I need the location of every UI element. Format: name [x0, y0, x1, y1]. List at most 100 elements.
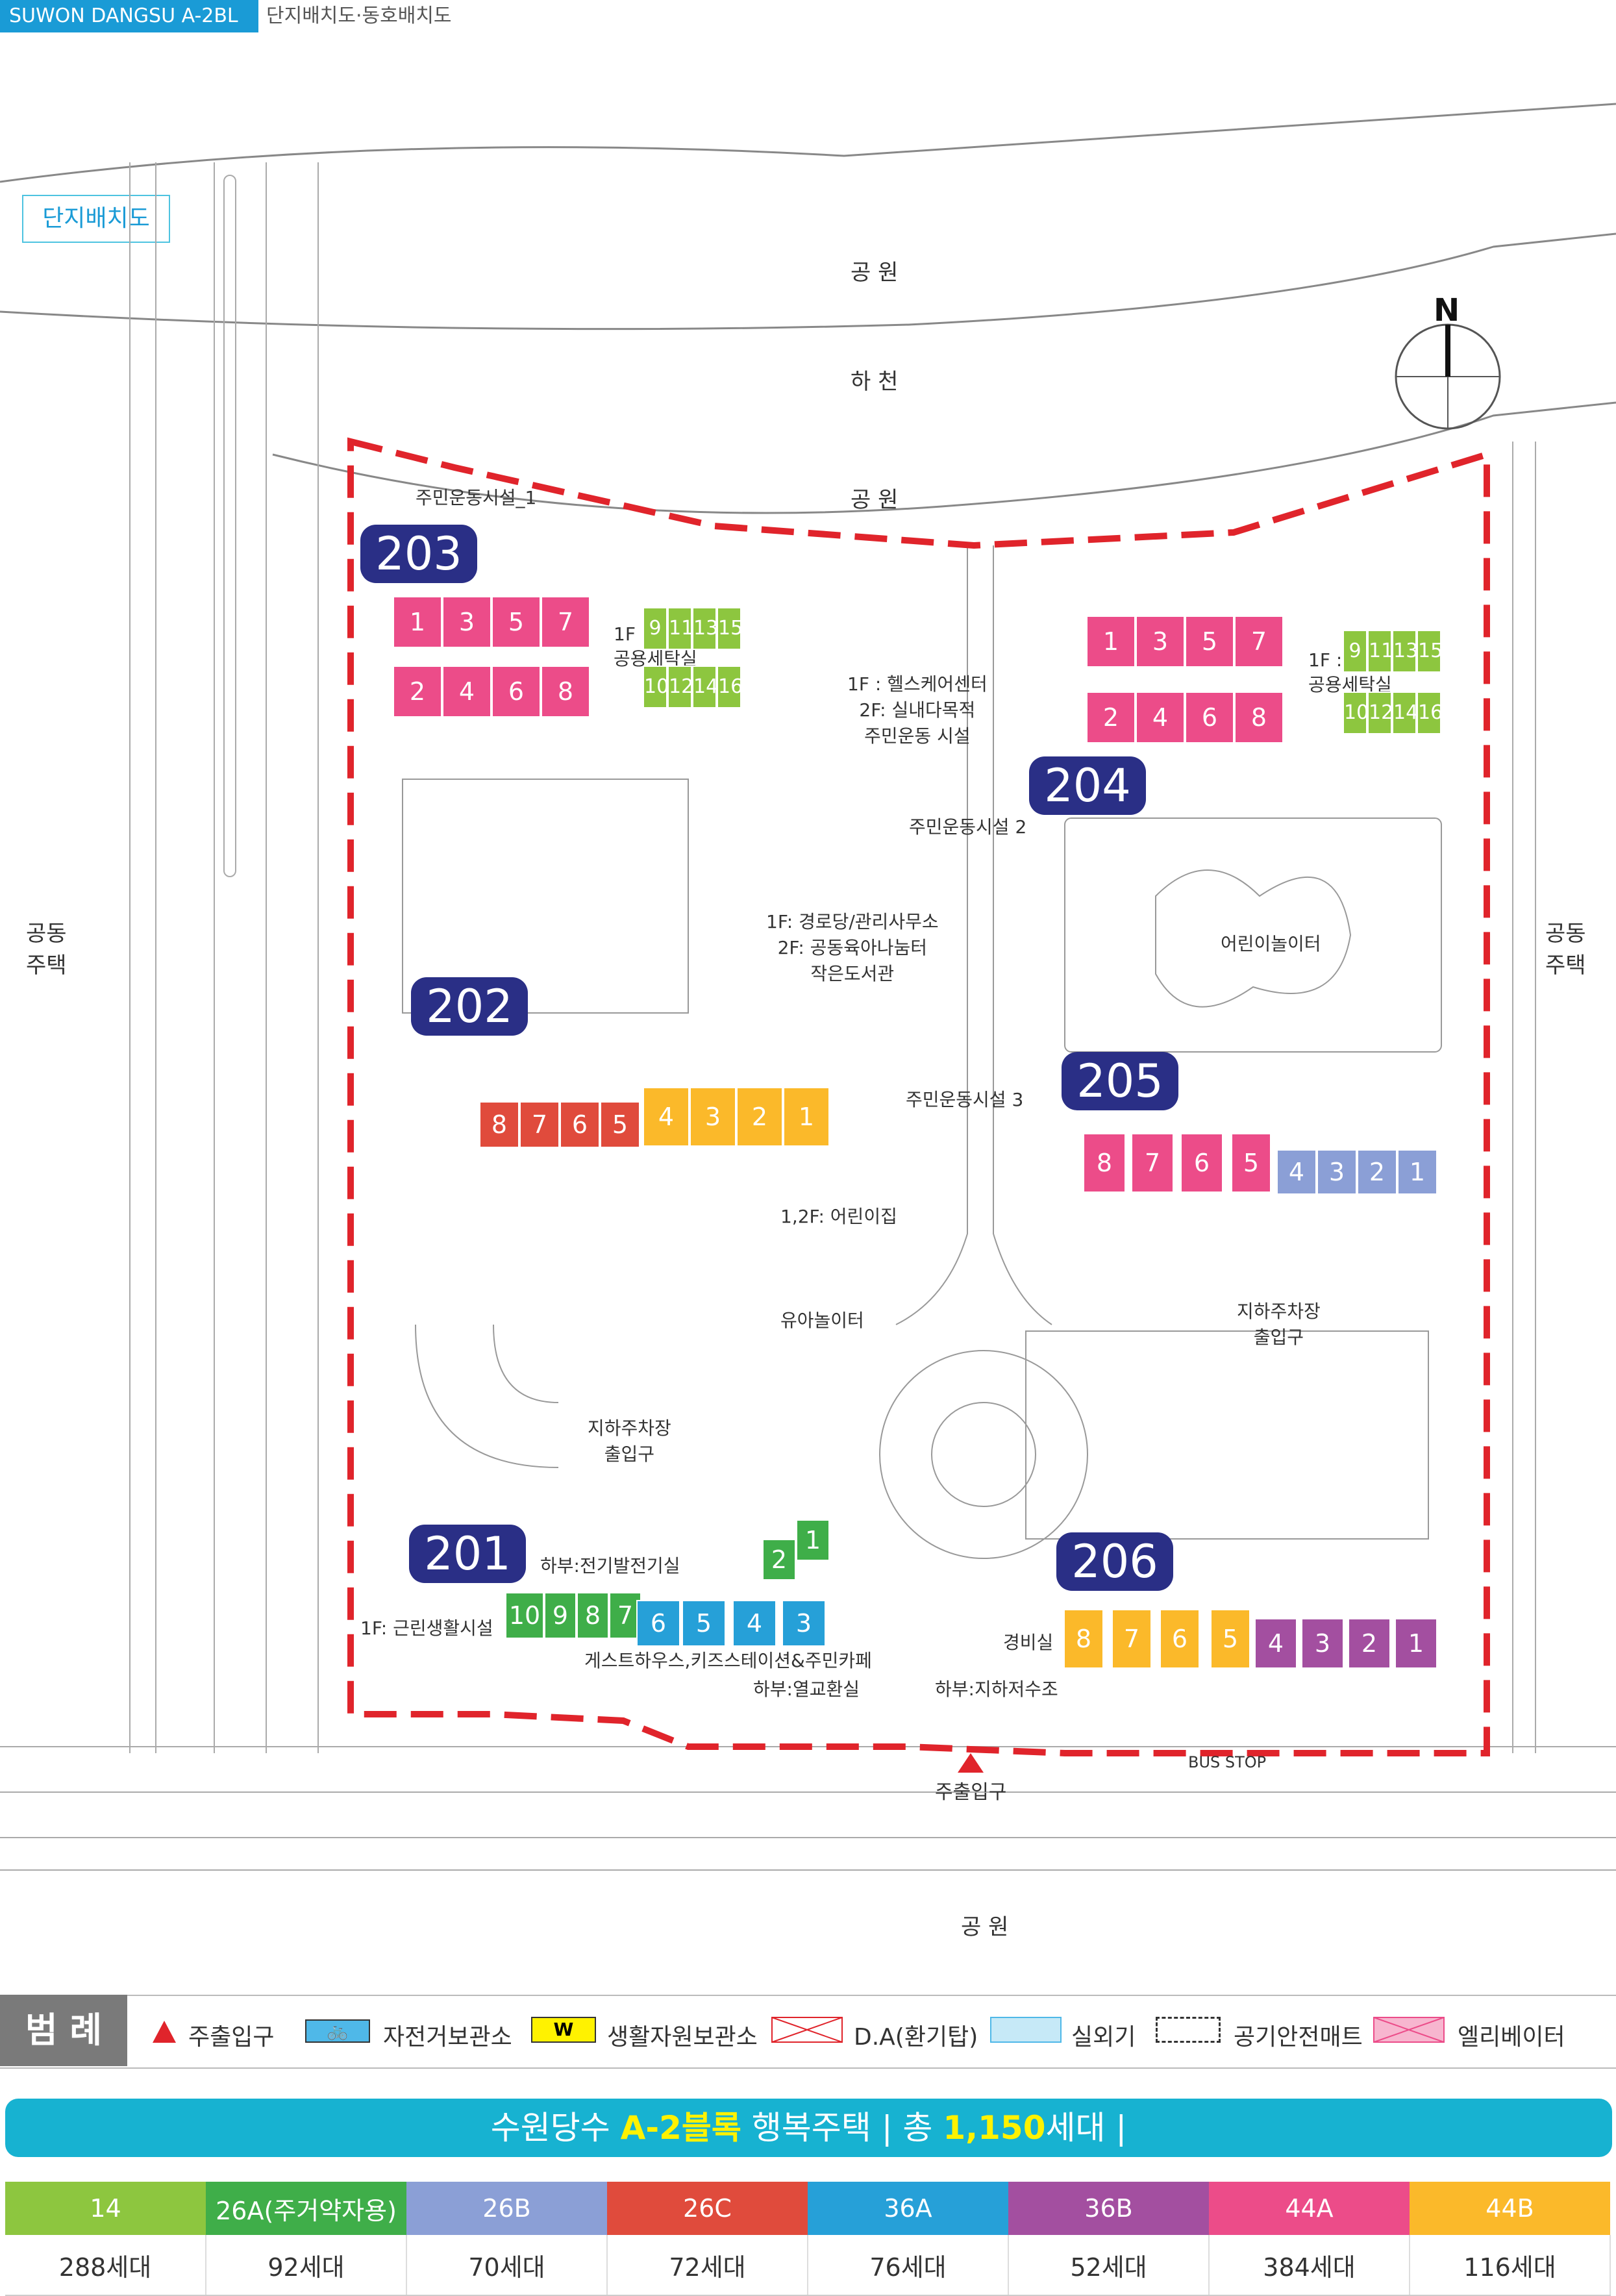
site-map	[0, 103, 1616, 1871]
count-26a: 92세대	[206, 2235, 407, 2296]
summary-total: 1,150	[943, 2109, 1046, 2147]
unit-205-5[interactable]: 5	[1231, 1133, 1271, 1193]
unit-201-3[interactable]: 3	[782, 1600, 826, 1647]
unit-202-7[interactable]: 7	[519, 1101, 560, 1148]
heat-exchange-label: 하부:열교환실	[753, 1678, 860, 1700]
unit-203-12[interactable]: 12	[667, 666, 693, 708]
unit-206-6[interactable]: 6	[1160, 1609, 1200, 1669]
legend-title: 범 례	[0, 1995, 127, 2066]
unit-205-6[interactable]: 6	[1180, 1133, 1223, 1193]
unit-202-3[interactable]: 3	[690, 1087, 736, 1147]
unit-205-1[interactable]: 1	[1397, 1149, 1437, 1195]
community-facility-2: 주민운동시설 2	[909, 816, 1027, 838]
w-box-icon: W	[531, 2017, 596, 2043]
section-tab[interactable]: 단지배치도	[22, 195, 170, 243]
unit-201-5[interactable]: 5	[682, 1600, 726, 1647]
parking-entry-2-label: 지하주차장 출입구	[1237, 1301, 1321, 1348]
unit-204-7[interactable]: 7	[1234, 616, 1284, 668]
unit-203-8[interactable]: 8	[541, 666, 590, 718]
unit-203-13[interactable]: 13	[692, 607, 718, 650]
building-203-badge[interactable]: 203	[360, 525, 477, 583]
unit-202-8[interactable]: 8	[479, 1101, 519, 1148]
unit-201-1[interactable]: 1	[796, 1519, 830, 1561]
summary-banner: 수원당수 A-2블록 행복주택 | 총 1,150세대 |	[5, 2099, 1612, 2157]
unit-205-7[interactable]: 7	[1131, 1133, 1174, 1193]
unit-206-8[interactable]: 8	[1063, 1609, 1104, 1669]
summary-prefix: 수원당수	[490, 2109, 621, 2147]
unit-203-14[interactable]: 14	[692, 666, 718, 708]
unit-206-4[interactable]: 4	[1254, 1618, 1297, 1669]
unit-203-9[interactable]: 9	[643, 607, 667, 650]
unit-201-2[interactable]: 2	[762, 1539, 796, 1580]
unit-201-4[interactable]: 4	[732, 1600, 777, 1647]
unit-205-8[interactable]: 8	[1083, 1133, 1126, 1193]
unit-204-10[interactable]: 10	[1343, 692, 1369, 734]
daycare-label: 1,2F: 어린이집	[780, 1206, 897, 1227]
unit-204-14[interactable]: 14	[1392, 692, 1418, 734]
unit-203-16[interactable]: 16	[717, 666, 743, 708]
unit-204-8[interactable]: 8	[1234, 692, 1284, 743]
building-206-badge[interactable]: 206	[1056, 1532, 1173, 1591]
unit-type-header-row: 14 26A(주거약자용) 26B 26C 36A 36B 44A 44B	[5, 2182, 1610, 2235]
unit-202-4[interactable]: 4	[643, 1087, 690, 1147]
unit-204-4[interactable]: 4	[1136, 692, 1185, 743]
unit-203-15[interactable]: 15	[717, 607, 743, 650]
unit-201-9[interactable]: 9	[544, 1592, 577, 1639]
legend-label-vent: D.A(환기탑)	[854, 2024, 978, 2051]
unit-204-12[interactable]: 12	[1367, 692, 1393, 734]
unit-202-1[interactable]: 1	[783, 1087, 830, 1147]
unit-205-2[interactable]: 2	[1357, 1149, 1397, 1195]
kids-playground-label: 어린이놀이터	[1221, 933, 1321, 955]
unit-204-5[interactable]: 5	[1185, 616, 1234, 668]
unit-203-1[interactable]: 1	[393, 596, 442, 648]
north-label: N	[1434, 292, 1460, 329]
type-44b: 44B	[1410, 2182, 1610, 2235]
building-205-badge[interactable]: 205	[1062, 1052, 1178, 1110]
unit-204-9[interactable]: 9	[1343, 630, 1367, 673]
unit-203-4[interactable]: 4	[442, 666, 491, 718]
unit-202-2[interactable]: 2	[736, 1087, 783, 1147]
count-36b: 52세대	[1008, 2235, 1210, 2296]
unit-202-6[interactable]: 6	[560, 1101, 600, 1148]
unit-201-8[interactable]: 8	[577, 1592, 609, 1639]
unit-206-7[interactable]: 7	[1112, 1609, 1152, 1669]
unit-204-1[interactable]: 1	[1086, 616, 1136, 668]
building-201-badge[interactable]: 201	[409, 1525, 526, 1583]
unit-205-4[interactable]: 4	[1276, 1149, 1317, 1195]
unit-204-13[interactable]: 13	[1392, 630, 1418, 673]
unit-204-6[interactable]: 6	[1185, 692, 1234, 743]
unit-204-15[interactable]: 15	[1417, 630, 1443, 673]
bicycle-icon: 🚲	[305, 2019, 370, 2043]
unit-203-3[interactable]: 3	[442, 596, 491, 648]
unit-203-6[interactable]: 6	[491, 666, 541, 718]
building-202-badge[interactable]: 202	[411, 977, 528, 1036]
unit-206-1[interactable]: 1	[1395, 1618, 1437, 1669]
unit-201-6[interactable]: 6	[636, 1600, 680, 1647]
type-44a: 44A	[1209, 2182, 1410, 2235]
unit-201-10[interactable]: 10	[505, 1592, 544, 1639]
unit-205-3[interactable]: 3	[1317, 1149, 1357, 1195]
unit-204-3[interactable]: 3	[1136, 616, 1185, 668]
building-204-badge[interactable]: 204	[1029, 756, 1146, 815]
toddler-play-label: 유아놀이터	[780, 1310, 864, 1331]
unit-206-5[interactable]: 5	[1210, 1609, 1250, 1669]
unit-204-2[interactable]: 2	[1086, 692, 1136, 743]
type-14: 14	[5, 2182, 206, 2235]
housing-left-label: 공동 주택	[26, 921, 67, 979]
senior-center-label: 1F: 경로당/관리사무소 2F: 공동육아나눔터 작은도서관	[766, 911, 939, 984]
river-label: 하 천	[851, 369, 899, 395]
unit-203-7[interactable]: 7	[541, 596, 590, 648]
header-tag: SUWON DANGSU A-2BL	[0, 0, 258, 32]
unit-204-11[interactable]: 11	[1367, 630, 1393, 673]
unit-202-5[interactable]: 5	[600, 1101, 640, 1148]
count-26b: 70세대	[406, 2235, 608, 2296]
park-bottom-label: 공 원	[961, 1914, 1009, 1940]
unit-203-11[interactable]: 11	[667, 607, 693, 650]
unit-203-10[interactable]: 10	[643, 666, 669, 708]
water-tank-label: 하부:지하저수조	[935, 1678, 1058, 1700]
unit-206-3[interactable]: 3	[1301, 1618, 1344, 1669]
unit-206-2[interactable]: 2	[1348, 1618, 1391, 1669]
unit-203-5[interactable]: 5	[491, 596, 541, 648]
unit-204-16[interactable]: 16	[1417, 692, 1443, 734]
unit-203-2[interactable]: 2	[393, 666, 442, 718]
